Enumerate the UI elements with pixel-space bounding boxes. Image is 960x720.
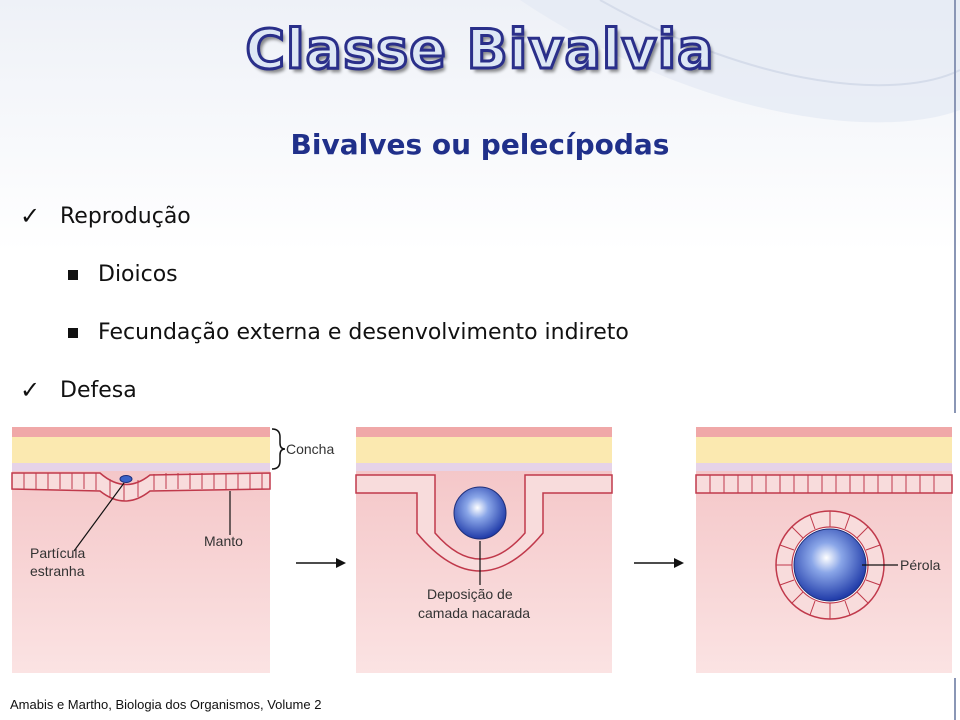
stage-2: Deposição de camada nacarada [355, 427, 613, 673]
label-concha: Concha [286, 441, 334, 457]
citation: Amabis e Martho, Biologia dos Organismos… [10, 697, 322, 712]
bullet-fecundacao-label: Fecundação externa e desenvolvimento ind… [98, 320, 629, 345]
bullet-dioicos: Dioicos [68, 262, 178, 287]
checkmark-icon: ✓ [20, 202, 41, 230]
bullet-defesa: ✓ Defesa [20, 376, 137, 404]
stage-1: Partícula estranha Manto Concha [11, 427, 334, 673]
pearl-large [793, 528, 867, 602]
stage-3: Pérola [695, 427, 953, 673]
label-deposicao-1: Deposição de [427, 586, 513, 602]
shell-brace [271, 428, 286, 470]
label-particula-2: estranha [30, 563, 85, 579]
slide-subtitle: Bivalves ou pelecípodas [290, 128, 670, 161]
bullet-defesa-label: Defesa [60, 377, 137, 403]
bullet-dioicos-label: Dioicos [98, 262, 178, 287]
bullet-fecundacao: Fecundação externa e desenvolvimento ind… [68, 320, 629, 345]
label-manto: Manto [204, 533, 243, 549]
arrow-2 [634, 558, 684, 568]
checkmark-icon: ✓ [20, 376, 41, 404]
bullet-reproducao: ✓ Reprodução [20, 202, 191, 230]
label-particula-1: Partícula [30, 545, 85, 561]
foreign-particle [119, 475, 133, 483]
pearl-small [453, 486, 507, 540]
square-bullet-icon [68, 327, 78, 338]
bullet-reproducao-label: Reprodução [60, 203, 191, 229]
pearl-formation-figure: Partícula estranha Manto Concha Deposiçã… [0, 413, 960, 678]
slide-title: Classe Bivalvia [244, 17, 715, 83]
square-bullet-icon [68, 269, 78, 280]
label-perola: Pérola [900, 557, 941, 573]
label-deposicao-2: camada nacarada [418, 605, 530, 621]
arrow-1 [296, 558, 346, 568]
